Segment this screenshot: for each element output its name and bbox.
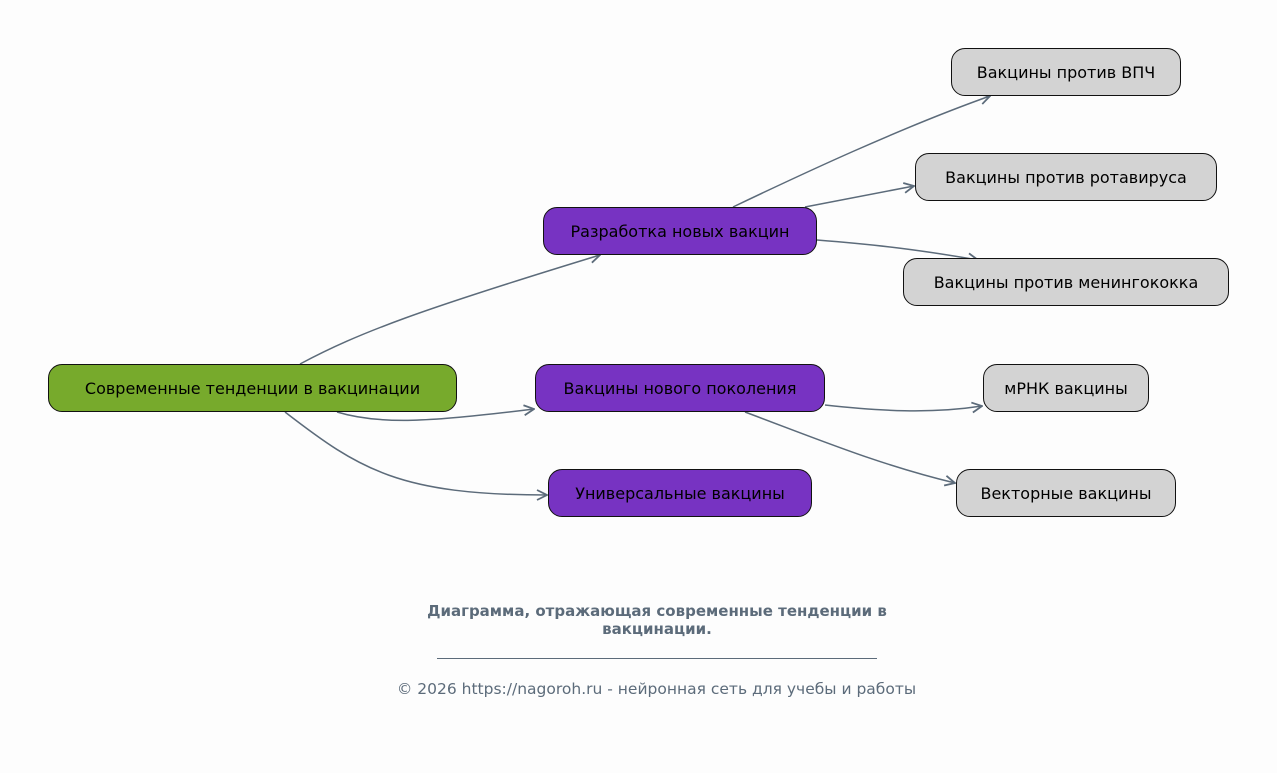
footer-copyright: © 2026 https://nagoroh.ru - нейронная се… — [396, 680, 917, 698]
edge-new-gen-mrna — [824, 405, 982, 411]
edge-new-dev-meningococcus — [816, 239, 978, 260]
edge-new-gen-vector — [744, 411, 955, 483]
node-root: Современные тенденции в вакцинации — [48, 364, 457, 412]
node-new-development: Разработка новых вакцин — [543, 207, 817, 255]
node-hpv: Вакцины против ВПЧ — [951, 48, 1181, 96]
node-label: Современные тенденции в вакцинации — [84, 378, 421, 398]
node-label: Разработка новых вакцин — [570, 221, 790, 241]
node-rotavirus: Вакцины против ротавируса — [915, 153, 1217, 201]
edge-new-dev-rotavirus — [804, 186, 914, 208]
edge-new-dev-hpv — [732, 96, 990, 208]
node-new-generation: Вакцины нового поколения — [535, 364, 825, 412]
edge-root-universal — [284, 411, 547, 495]
divider — [437, 658, 877, 659]
node-universal: Универсальные вакцины — [548, 469, 812, 517]
diagram-caption: Диаграмма, отражающая современные тенден… — [427, 602, 887, 638]
node-label: Вакцины против менингококка — [933, 272, 1199, 292]
node-label: Вакцины против ВПЧ — [976, 62, 1156, 82]
node-label: Векторные вакцины — [980, 483, 1152, 503]
edge-root-new-dev — [299, 255, 600, 365]
node-vector: Векторные вакцины — [956, 469, 1176, 517]
node-mrna: мРНК вакцины — [983, 364, 1149, 412]
node-meningococcus: Вакцины против менингококка — [903, 258, 1229, 306]
node-label: Вакцины нового поколения — [563, 378, 797, 398]
edge-root-new-gen — [336, 409, 534, 422]
node-label: Универсальные вакцины — [575, 483, 785, 503]
node-label: мРНК вакцины — [1004, 378, 1128, 398]
node-label: Вакцины против ротавируса — [945, 167, 1187, 187]
